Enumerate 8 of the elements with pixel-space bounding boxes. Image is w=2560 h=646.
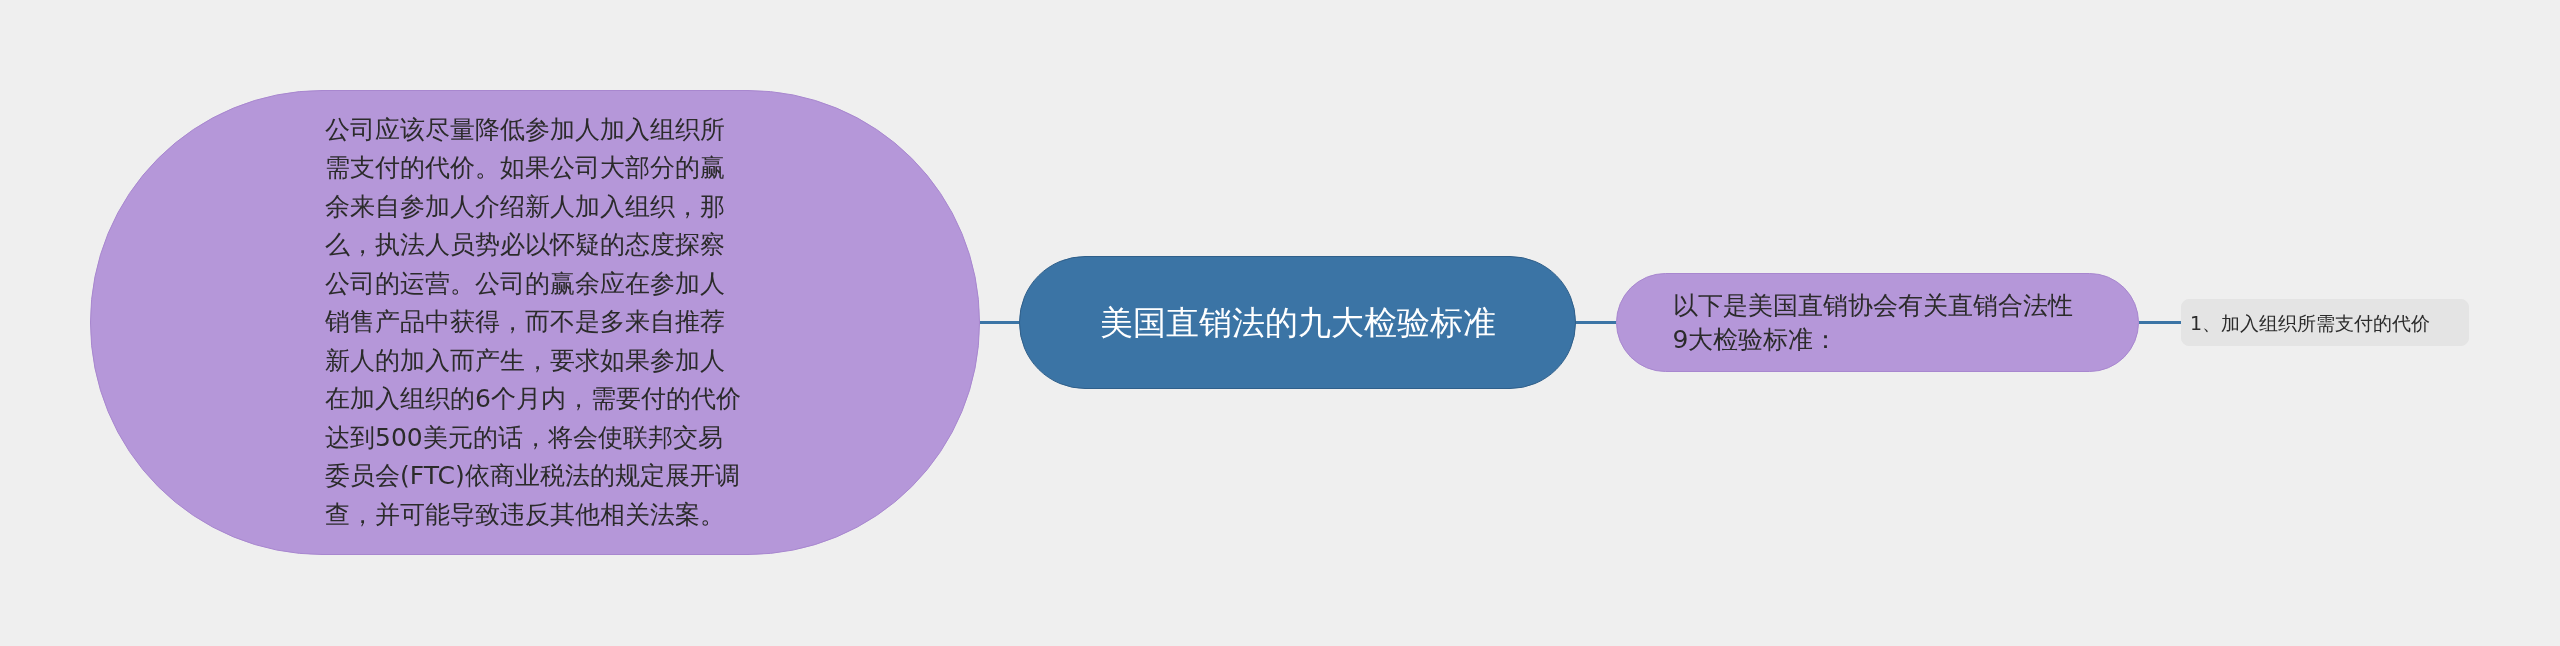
- connector-line: [980, 321, 1019, 324]
- item-box: [2181, 299, 2469, 346]
- node-text: 1、加入组织所需支付的代价: [2190, 310, 2432, 336]
- node-text: 以下是美国直销协会有关直销合法性9大检验标准：: [1672, 289, 2074, 356]
- connector-line: [1576, 321, 1616, 324]
- node-text: 美国直销法的九大检验标准: [1098, 301, 1497, 344]
- connector-line: [2139, 321, 2181, 324]
- node-text: 公司应该尽量降低参加人加入组织所需支付的代价。如果公司大部分的赢余来自参加人介绍新人加入组织，那么，执法人员势必以怀疑的态度探察公司的运营。公司的赢余应在参加人销售产品中获得，而不是多来自推荐新人的加入而产生，要求如果参加人在加入组织的6个月内，需要付的代价达到500美元的话，将会使联邦交易委员会(FTC)依商业税法的规定展开调查，并可能导致违反其他相关法案。: [325, 113, 742, 531]
